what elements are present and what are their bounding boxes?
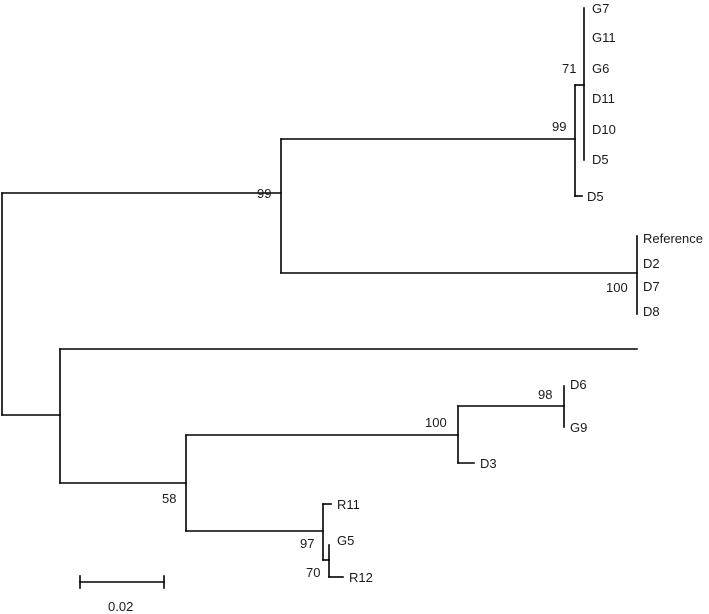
support-value-lower-clade: 58 bbox=[162, 491, 176, 506]
taxon-label-d10: D10 bbox=[592, 122, 616, 137]
scale-bar-label: 0.02 bbox=[108, 599, 133, 614]
taxon-label-d5a: D5 bbox=[592, 152, 609, 167]
taxon-label-d8: D8 bbox=[643, 304, 660, 319]
taxon-label-g7: G7 bbox=[592, 1, 609, 16]
taxon-label-r11: R11 bbox=[337, 497, 360, 512]
support-value-reference-clade: 100 bbox=[606, 280, 628, 295]
taxon-label-g6: G6 bbox=[592, 61, 609, 76]
support-value-g5-r12: 70 bbox=[306, 565, 320, 580]
taxon-label-g9: G9 bbox=[570, 420, 587, 435]
taxon-label-g11: G11 bbox=[592, 30, 616, 45]
support-value-r-clade: 97 bbox=[300, 536, 314, 551]
taxon-label-d5b: D5 bbox=[587, 189, 604, 204]
support-value-d6-g9: 98 bbox=[538, 387, 552, 402]
support-value-g-d-clade: 99 bbox=[552, 119, 566, 134]
support-value-g-subclade: 71 bbox=[562, 61, 576, 76]
taxon-label-d7: D7 bbox=[643, 279, 660, 294]
taxon-label-d2: D2 bbox=[643, 256, 660, 271]
support-value-d-clade: 100 bbox=[425, 415, 447, 430]
taxon-label-d3: D3 bbox=[480, 456, 497, 471]
taxon-label-reference: Reference bbox=[643, 231, 703, 246]
taxon-label-g5: G5 bbox=[337, 533, 354, 548]
taxon-label-d11: D11 bbox=[592, 91, 615, 106]
taxon-label-d6: D6 bbox=[570, 377, 587, 392]
support-value-upper-clade: 99 bbox=[257, 186, 271, 201]
taxon-label-r12: R12 bbox=[349, 570, 373, 585]
